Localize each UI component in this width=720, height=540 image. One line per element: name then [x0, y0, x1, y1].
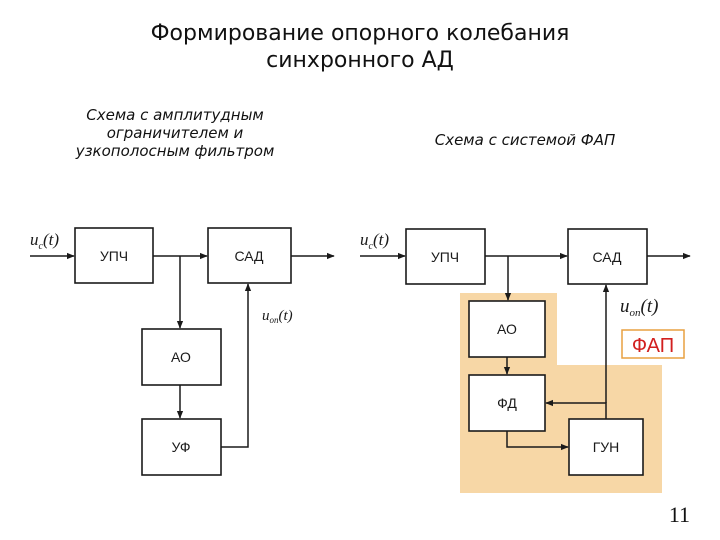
right-sad-block [567, 228, 648, 285]
right-fd-label: ФД [497, 395, 517, 411]
slide-title-line-1: Формирование опорного колебания [150, 21, 570, 46]
left-scheme: uc(t) УПЧ САД АО УФ uоп(t) [30, 227, 335, 476]
left-ao-label: АО [171, 349, 191, 365]
left-scheme-caption: Схема с амплитудным ограничителем и узко… [40, 106, 310, 160]
left-upch-block [74, 227, 154, 284]
left-uf-to-sad-feedback-arrow [221, 283, 252, 448]
right-fd-block [468, 374, 546, 432]
left-upch-label: УПЧ [100, 248, 128, 264]
left-uf-label: УФ [171, 439, 190, 455]
right-ref-signal-label: uоп(t) [620, 296, 658, 319]
left-uf-block [141, 418, 222, 476]
right-gun-block [568, 418, 644, 476]
right-gun-label: ГУН [593, 439, 620, 455]
right-fd-to-gun-arrow [506, 431, 569, 451]
left-ao-block [141, 328, 222, 386]
left-caption-line-2: ограничителем и [106, 124, 244, 142]
right-upch-label: УПЧ [431, 249, 459, 265]
left-caption-line-3: узкополосным фильтром [75, 142, 275, 160]
fap-label-text: ФАП [632, 335, 674, 357]
slide-title: Формирование опорного колебания синхронн… [0, 20, 720, 74]
slide-title-line-2: синхронного АД [266, 48, 454, 73]
right-sad-label: САД [592, 249, 622, 265]
left-sad-block [207, 227, 292, 284]
right-ao-label: АО [497, 321, 517, 337]
right-ao-block [468, 300, 546, 358]
right-scheme-caption: Схема с системой ФАП [395, 131, 655, 149]
left-caption-line-1: Схема с амплитудным [86, 106, 264, 124]
right-input-signal-label: uc(t) [360, 230, 389, 252]
right-scheme: uc(t) УПЧ САД АО ФД ГУН uоп(t) [360, 228, 691, 493]
right-caption-text: Схема с системой ФАП [434, 131, 616, 149]
fap-label-box [621, 329, 685, 359]
left-input-signal-label: uc(t) [30, 230, 59, 252]
page-number: 11 [668, 502, 690, 527]
left-sad-label: САД [234, 248, 264, 264]
left-ref-signal-label: uоп(t) [262, 308, 293, 325]
